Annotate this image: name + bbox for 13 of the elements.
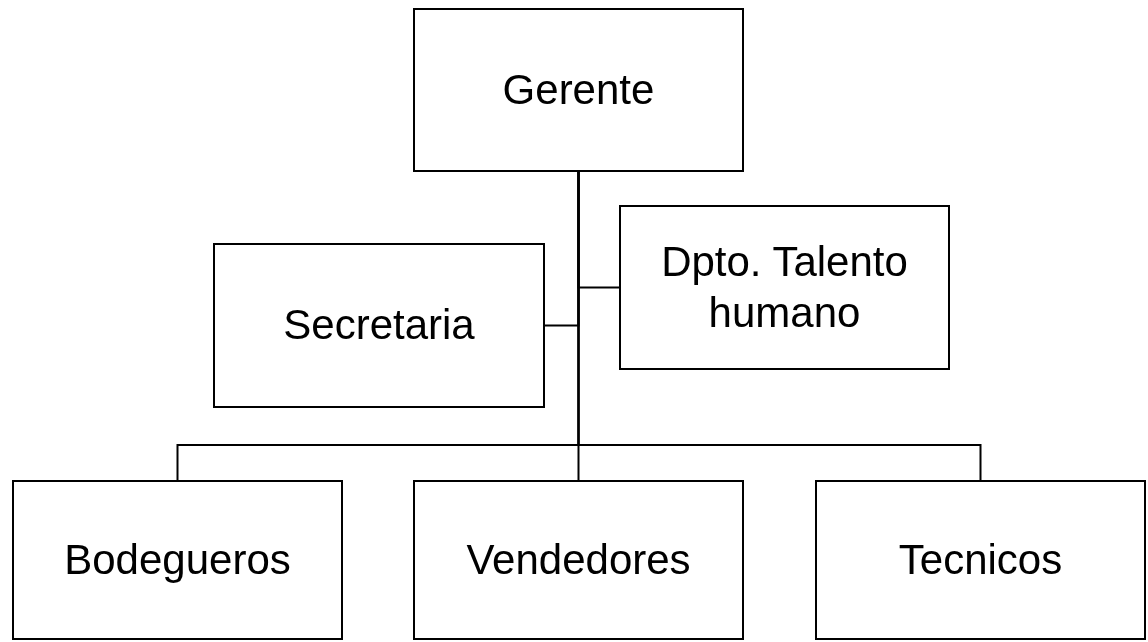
box-label: Vendedores <box>466 534 691 585</box>
box-label: Gerente <box>502 64 655 115</box>
org-box <box>413 480 744 640</box>
box-label: Dpto. Talento humano <box>660 237 909 338</box>
connector-line <box>577 171 982 481</box>
org-box <box>413 8 744 172</box>
org-box <box>213 243 545 408</box>
box-label: Tecnicos <box>898 534 1063 585</box>
org-box <box>815 480 1146 640</box>
org-box <box>12 480 343 640</box>
org-box <box>619 205 950 370</box>
box-label: Bodegueros <box>64 534 291 585</box>
box-label: Secretaria <box>283 300 475 351</box>
